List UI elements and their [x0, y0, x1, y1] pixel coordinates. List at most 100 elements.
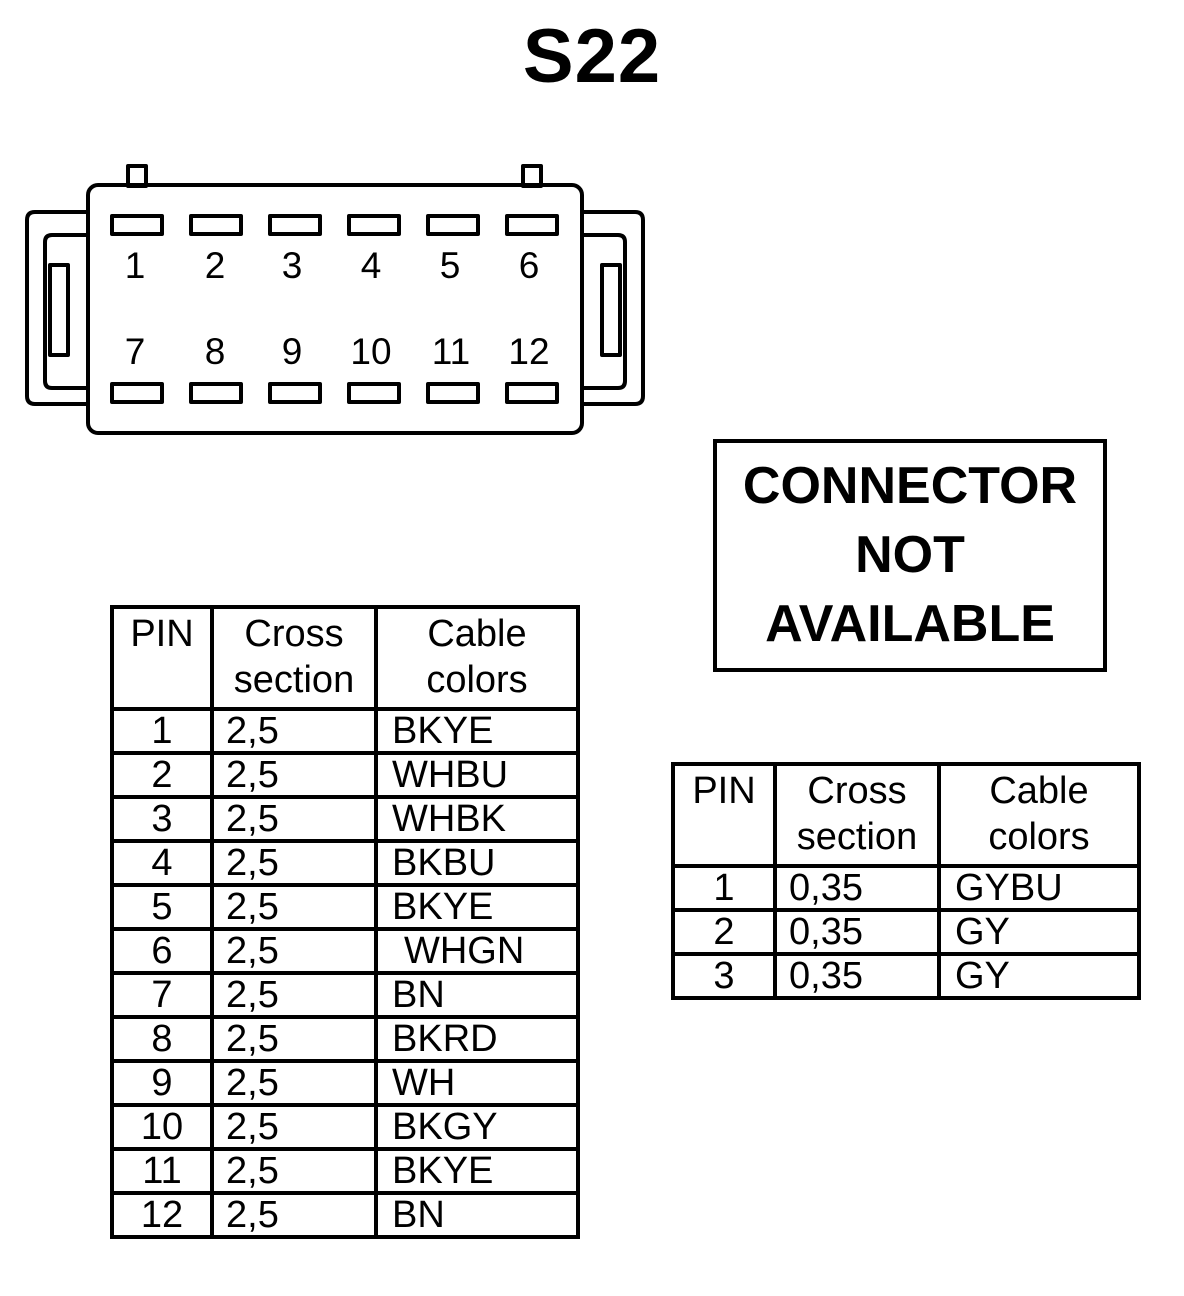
- pin-cell: 3: [110, 795, 214, 843]
- contact-slot: [347, 382, 401, 404]
- notice-line: NOT: [855, 526, 965, 584]
- pin-number-label: 1: [125, 245, 146, 286]
- table-row: 1 2,5 BKYE: [110, 707, 580, 755]
- table-row: 6 2,5 WHGN: [110, 927, 580, 975]
- cable-color-cell: GY: [937, 908, 1141, 956]
- cross-section-cell: 2,5: [210, 795, 378, 843]
- header-cable-colors: Cable colors: [937, 762, 1141, 868]
- pin-number-label: 11: [432, 331, 470, 372]
- cross-section-cell: 2,5: [210, 971, 378, 1019]
- cross-section-cell: 2,5: [210, 1191, 378, 1239]
- contact-slot: [110, 382, 164, 404]
- cross-section-cell: 2,5: [210, 1147, 378, 1195]
- side-clip-right-inner: [582, 233, 627, 390]
- pin-cell: 5: [110, 883, 214, 931]
- secondary-pin-table: PIN Cross section Cable colors 1 0,35 GY…: [671, 762, 1141, 1000]
- cable-color-cell: WH: [374, 1059, 580, 1107]
- contact-slot: [505, 382, 559, 404]
- cross-section-cell: 0,35: [773, 908, 941, 956]
- side-clip-right-slot: [600, 263, 622, 357]
- header-pin: PIN: [671, 762, 777, 868]
- connector-title: S22: [522, 14, 662, 99]
- table-row: 3 0,35 GY: [671, 952, 1141, 1000]
- pin-cell: 2: [110, 751, 214, 799]
- header-cross-section: Cross section: [210, 605, 378, 711]
- side-clip-left-inner: [43, 233, 88, 390]
- header-cable-colors: Cable colors: [374, 605, 580, 711]
- cross-section-cell: 2,5: [210, 927, 378, 975]
- table-header-row: PIN Cross section Cable colors: [110, 605, 580, 711]
- pin-cell: 2: [671, 908, 777, 956]
- cross-section-cell: 2,5: [210, 839, 378, 887]
- table-row: 7 2,5 BN: [110, 971, 580, 1019]
- table-row: 4 2,5 BKBU: [110, 839, 580, 887]
- cross-section-cell: 2,5: [210, 1059, 378, 1107]
- table-header-row: PIN Cross section Cable colors: [671, 762, 1141, 868]
- cross-section-cell: 2,5: [210, 707, 378, 755]
- connector-diagram: 1 2 3 4 5 6 7 8 9 10 11 12: [25, 164, 645, 435]
- pin-number-label: 8: [205, 331, 226, 372]
- cable-color-cell: GY: [937, 952, 1141, 1000]
- table-row: 11 2,5 BKYE: [110, 1147, 580, 1195]
- cross-section-cell: 2,5: [210, 1103, 378, 1151]
- table-row: 3 2,5 WHBK: [110, 795, 580, 843]
- pin-cell: 11: [110, 1147, 214, 1195]
- connector-housing: [86, 183, 584, 435]
- pin-number-label: 5: [440, 245, 461, 286]
- contact-slot: [268, 214, 322, 236]
- side-clip-left-slot: [48, 263, 70, 357]
- cable-color-cell: GYBU: [937, 864, 1141, 912]
- cable-color-cell: BKYE: [374, 883, 580, 931]
- cable-color-cell: BKBU: [374, 839, 580, 887]
- header-cross-section: Cross section: [773, 762, 941, 868]
- contact-slot: [426, 214, 480, 236]
- pin-number-label: 4: [361, 245, 382, 286]
- cross-section-cell: 2,5: [210, 883, 378, 931]
- notice-line: AVAILABLE: [765, 595, 1055, 653]
- table-row: 1 0,35 GYBU: [671, 864, 1141, 912]
- cable-color-cell: BN: [374, 1191, 580, 1239]
- contact-slot: [268, 382, 322, 404]
- side-clip-left: [25, 210, 88, 406]
- pin-assignment-table: PIN Cross section Cable colors 1 2,5 BKY…: [110, 605, 580, 1239]
- side-clip-right: [582, 210, 645, 406]
- pin-number-label: 3: [282, 245, 303, 286]
- pin-cell: 1: [110, 707, 214, 755]
- contact-slot: [189, 214, 243, 236]
- cable-color-cell: WHBU: [374, 751, 580, 799]
- pin-cell: 12: [110, 1191, 214, 1239]
- cross-section-cell: 0,35: [773, 864, 941, 912]
- cable-color-cell: WHBK: [374, 795, 580, 843]
- pin-cell: 3: [671, 952, 777, 1000]
- pin-cell: 10: [110, 1103, 214, 1151]
- cable-color-cell: WHGN: [374, 927, 580, 975]
- cross-section-cell: 2,5: [210, 751, 378, 799]
- pin-cell: 8: [110, 1015, 214, 1063]
- pin-cell: 7: [110, 971, 214, 1019]
- cross-section-cell: 2,5: [210, 1015, 378, 1063]
- pin-number-label: 6: [519, 245, 540, 286]
- cable-color-cell: BKYE: [374, 707, 580, 755]
- pin-cell: 4: [110, 839, 214, 887]
- cable-color-cell: BKYE: [374, 1147, 580, 1195]
- table-row: 2 2,5 WHBU: [110, 751, 580, 799]
- table-row: 12 2,5 BN: [110, 1191, 580, 1239]
- pin-cell: 1: [671, 864, 777, 912]
- pin-number-label: 12: [508, 331, 549, 372]
- pin-number-label: 9: [282, 331, 303, 372]
- table-row: 5 2,5 BKYE: [110, 883, 580, 931]
- pin-cell: 6: [110, 927, 214, 975]
- cable-color-cell: BKGY: [374, 1103, 580, 1151]
- cross-section-cell: 0,35: [773, 952, 941, 1000]
- cable-color-cell: BN: [374, 971, 580, 1019]
- table-row: 2 0,35 GY: [671, 908, 1141, 956]
- contact-slot: [426, 382, 480, 404]
- pin-number-label: 2: [205, 245, 226, 286]
- connector-not-available-notice: CONNECTOR NOT AVAILABLE: [713, 439, 1107, 672]
- contact-slot: [505, 214, 559, 236]
- table-row: 8 2,5 BKRD: [110, 1015, 580, 1063]
- pin-number-label: 7: [125, 331, 146, 372]
- pin-cell: 9: [110, 1059, 214, 1107]
- contact-slot: [347, 214, 401, 236]
- notice-line: CONNECTOR: [742, 457, 1078, 515]
